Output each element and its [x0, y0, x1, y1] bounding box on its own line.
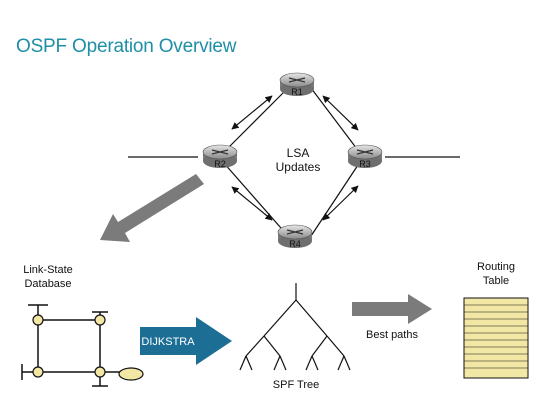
router-r3-icon: R3	[347, 144, 383, 169]
router-r2-label: R2	[214, 159, 226, 169]
lsa-updates-label: LSA Updates	[275, 146, 321, 174]
routing-table-icon	[463, 297, 529, 379]
lsa-arrow-r4-r3	[322, 185, 359, 221]
best-paths-arrow	[352, 294, 432, 324]
lsdb-nodes	[32, 314, 144, 381]
spf-tree-label: SPF Tree	[272, 379, 320, 391]
link-r2-r1	[222, 87, 289, 154]
best-paths-label: Best paths	[366, 329, 418, 341]
dijkstra-arrow	[140, 317, 232, 365]
gray-arrow-to-lsdb	[100, 174, 204, 242]
lsa-arrow-r2-r1	[231, 95, 273, 130]
router-r1-icon: R1	[279, 72, 315, 97]
router-r1-label: R1	[291, 87, 303, 97]
lsa-arrow-r1-r3	[322, 95, 359, 131]
router-r2-icon: R2	[202, 144, 238, 169]
router-r4-icon: R4	[277, 224, 313, 249]
router-r4-label: R4	[289, 239, 301, 249]
link-r1-r3	[310, 87, 361, 154]
dijkstra-label: DIJKSTRA	[141, 336, 195, 348]
spf-tree	[239, 283, 351, 371]
lsdb-label: Link-State Database	[23, 264, 73, 290]
router-r3-label: R3	[359, 159, 371, 169]
lsa-arrow-r2-r4	[231, 186, 273, 221]
routing-table-label: Routing Table	[477, 261, 515, 287]
page-title: OSPF Operation Overview	[16, 36, 237, 57]
